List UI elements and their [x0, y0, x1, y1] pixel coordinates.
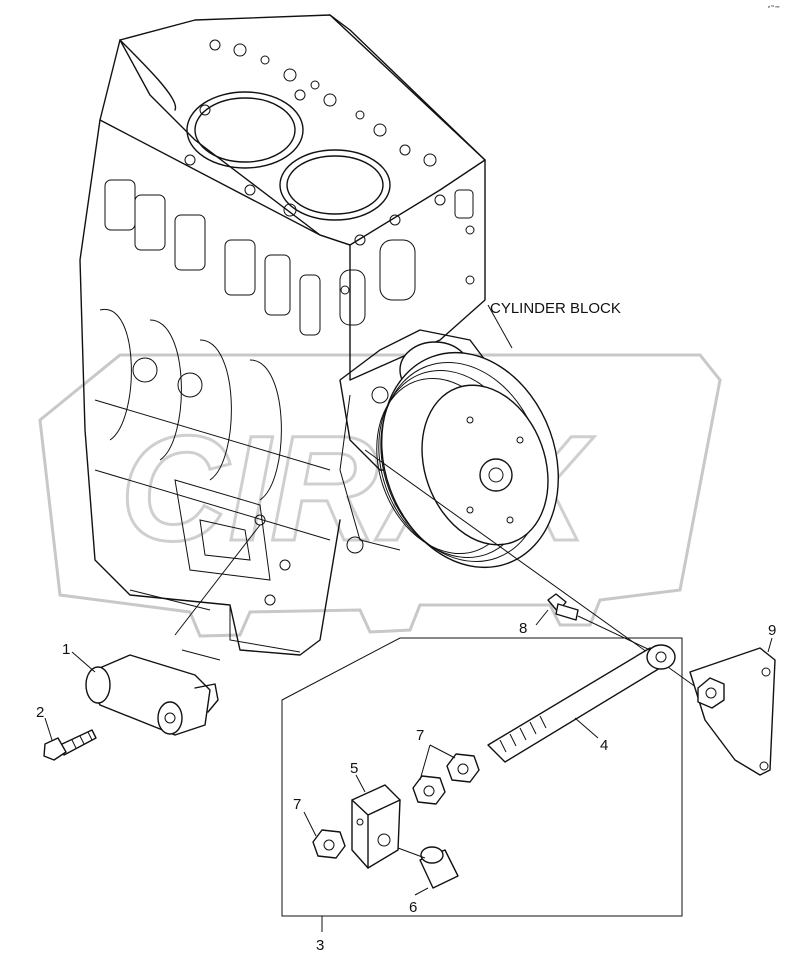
callout-6: 6 [409, 899, 417, 916]
watermark-logo: CIRAX [38, 353, 722, 638]
part-5-block [351, 784, 401, 869]
leader-block-to-part-1 [174, 524, 261, 636]
water-pump-pulley [339, 329, 559, 569]
part-9-plate [689, 647, 776, 776]
cylinder-block [79, 14, 486, 656]
callout-8: 8 [519, 620, 527, 637]
callout-7-lower: 7 [293, 796, 301, 813]
part-4-adjusting-rod [487, 644, 676, 763]
part-2-bolt [43, 729, 97, 761]
part-7-nuts [312, 744, 480, 859]
callout-7-upper: 7 [416, 727, 424, 744]
corner-mark: é™ ▪▪▪ [768, 4, 780, 9]
callout-5: 5 [350, 760, 358, 777]
part-6-sleeve [397, 846, 459, 889]
part-1-bracket [85, 649, 221, 736]
callout-leaders [44, 304, 773, 932]
leader-block-edge [129, 589, 211, 611]
callout-9: 9 [768, 622, 776, 639]
part-8-bolt [547, 593, 651, 651]
cylinder-block-label: CYLINDER BLOCK [490, 300, 621, 317]
callout-2: 2 [36, 704, 44, 721]
leader-pump-to-bracket [364, 449, 701, 691]
callout-4: 4 [600, 737, 608, 754]
assembly-frame-3 [281, 637, 683, 917]
callout-1: 1 [62, 641, 70, 658]
callout-3: 3 [316, 937, 324, 954]
